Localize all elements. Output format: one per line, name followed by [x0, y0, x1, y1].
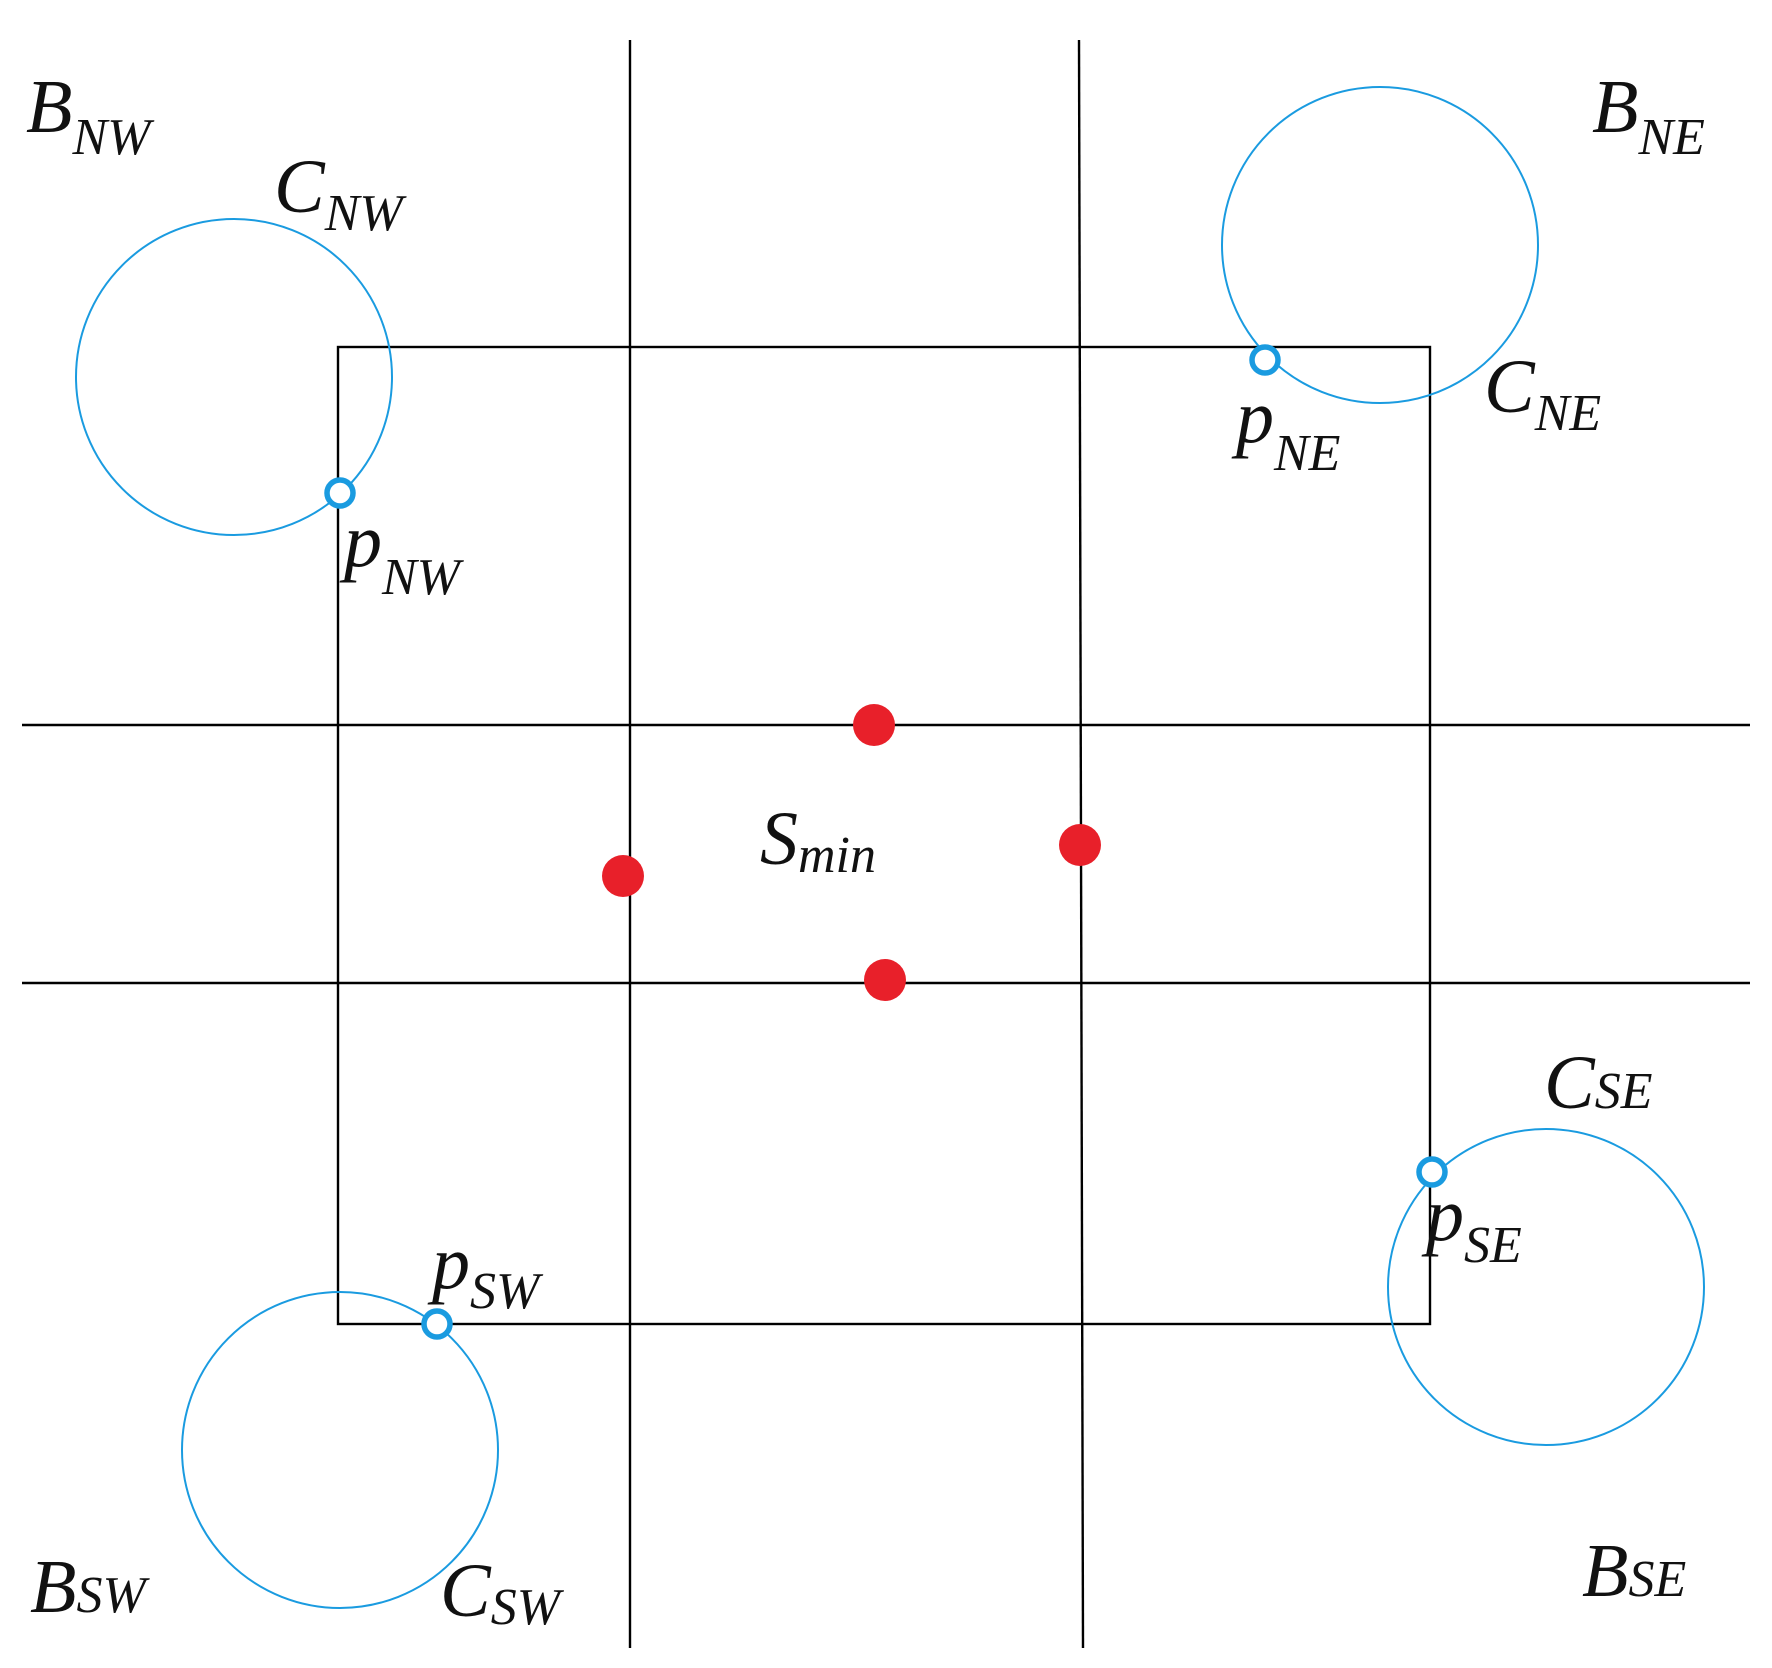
- point-p-se: [1416, 1156, 1448, 1188]
- label-p-nw: pNW: [339, 499, 465, 606]
- circle-ne: [1221, 86, 1539, 404]
- circle-nw: [75, 218, 393, 536]
- labels: BNW BNE BSW BSE CNW CNE CSW CSE pNW pNE: [26, 65, 1705, 1636]
- label-p-ne: pNE: [1231, 375, 1340, 482]
- central-rectangle: [336, 345, 1432, 1326]
- circle-se: [1387, 1128, 1705, 1446]
- label-b-sw: BSW: [30, 1545, 150, 1629]
- red-points: [602, 704, 1101, 1001]
- circle-sw: [181, 1291, 499, 1609]
- red-point-top: [853, 704, 895, 746]
- point-p-nw: [324, 477, 356, 509]
- contact-points: [324, 344, 1448, 1340]
- red-point-bottom: [864, 959, 906, 1001]
- grid-lines: [22, 39, 1750, 1649]
- circles: [75, 86, 1705, 1609]
- label-p-se: pSE: [1421, 1173, 1522, 1274]
- label-b-se: BSE: [1582, 1529, 1686, 1613]
- label-b-ne: BNE: [1592, 65, 1705, 166]
- label-c-nw: CNW: [274, 145, 407, 242]
- red-point-right: [1059, 824, 1101, 866]
- label-c-sw: CSW: [440, 1549, 565, 1636]
- point-p-ne: [1249, 344, 1281, 376]
- red-point-left: [602, 855, 644, 897]
- label-c-se: CSE: [1544, 1041, 1652, 1125]
- point-p-sw: [421, 1308, 453, 1340]
- label-p-sw: pSW: [427, 1221, 544, 1320]
- label-b-nw: BNW: [26, 65, 155, 166]
- label-c-ne: CNE: [1484, 345, 1601, 442]
- label-s-min: Smin: [760, 797, 876, 884]
